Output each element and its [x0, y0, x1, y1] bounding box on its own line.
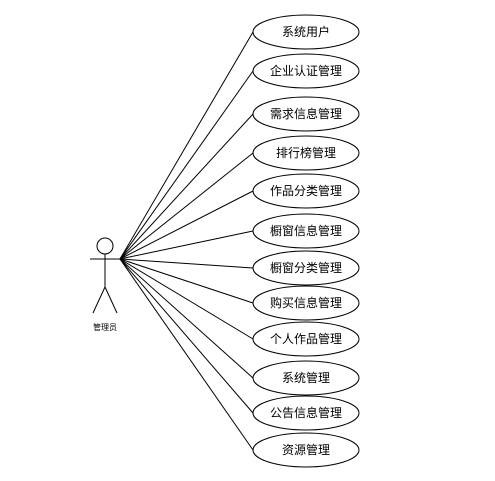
association-line — [119, 190, 254, 260]
use-case: 个人作品管理 — [252, 321, 360, 357]
actor-left-leg — [92, 286, 106, 314]
actor-right-leg — [104, 286, 118, 314]
use-case: 企业认证管理 — [252, 53, 360, 89]
association-line — [119, 152, 254, 260]
use-case: 资源管理 — [252, 432, 360, 468]
use-case-label: 个人作品管理 — [270, 331, 342, 346]
use-case-ellipse — [252, 321, 360, 357]
use-case-ellipse — [252, 53, 360, 89]
use-cases: 系统用户企业认证管理需求信息管理排行榜管理作品分类管理橱窗信息管理橱窗分类管理购… — [252, 14, 360, 468]
association-line — [119, 113, 254, 260]
association-line — [119, 258, 254, 414]
use-case-ellipse — [252, 285, 360, 321]
use-case: 系统管理 — [252, 360, 360, 396]
actor-label: 管理员 — [93, 322, 117, 332]
use-case-ellipse — [252, 96, 360, 132]
use-case-label: 系统用户 — [282, 24, 330, 39]
use-case-label: 作品分类管理 — [270, 183, 342, 198]
association-lines — [119, 31, 254, 451]
use-case-label: 排行榜管理 — [276, 145, 336, 160]
use-case-label: 资源管理 — [282, 442, 330, 457]
use-case: 公告信息管理 — [252, 395, 360, 431]
use-case-ellipse — [252, 14, 360, 50]
association-line — [119, 31, 254, 260]
association-line — [119, 258, 254, 340]
association-line — [119, 258, 254, 379]
use-case: 系统用户 — [252, 14, 360, 50]
actor-admin: 管理员 — [90, 237, 120, 332]
use-case-ellipse — [252, 173, 360, 209]
use-case-ellipse — [252, 360, 360, 396]
use-case: 排行榜管理 — [252, 135, 360, 171]
association-line — [119, 258, 254, 451]
use-case-label: 公告信息管理 — [270, 405, 342, 420]
association-line — [119, 230, 254, 260]
use-case-ellipse — [252, 250, 360, 286]
association-line — [119, 70, 254, 260]
association-line — [119, 258, 254, 269]
use-case: 作品分类管理 — [252, 173, 360, 209]
use-case-label: 需求信息管理 — [270, 106, 342, 121]
use-case-label: 系统管理 — [282, 370, 330, 385]
use-case-ellipse — [252, 135, 360, 171]
use-case-label: 购买信息管理 — [270, 295, 342, 310]
use-case: 橱窗信息管理 — [252, 213, 360, 249]
use-case-label: 橱窗信息管理 — [270, 223, 342, 238]
use-case-ellipse — [252, 213, 360, 249]
use-case-label: 橱窗分类管理 — [270, 260, 342, 275]
use-case: 需求信息管理 — [252, 96, 360, 132]
actor-head — [96, 237, 114, 255]
use-case-label: 企业认证管理 — [270, 63, 342, 78]
association-line — [119, 258, 254, 304]
use-case: 橱窗分类管理 — [252, 250, 360, 286]
use-case-ellipse — [252, 432, 360, 468]
use-case-ellipse — [252, 395, 360, 431]
use-case: 购买信息管理 — [252, 285, 360, 321]
